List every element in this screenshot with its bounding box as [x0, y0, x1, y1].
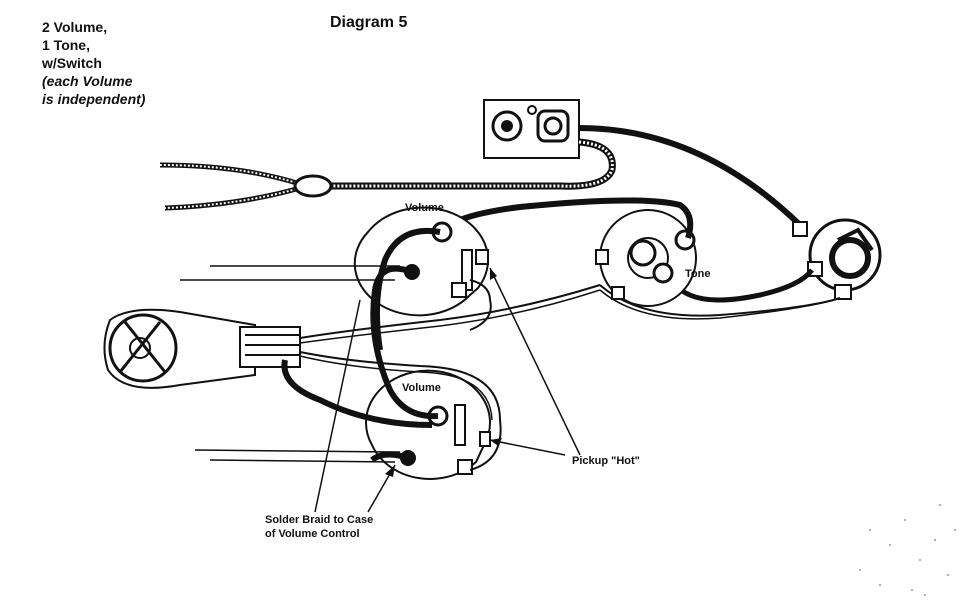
note-line: 2 Volume, — [42, 19, 108, 35]
leader-arrowheads — [385, 268, 502, 477]
output-hot-wire — [578, 125, 803, 228]
switch-wires — [299, 284, 601, 421]
leader-lines — [314, 267, 581, 513]
label-volume-top: Volume — [405, 202, 444, 214]
label-solder-braid-2: of Volume Control — [265, 528, 360, 540]
output-jack — [792, 218, 882, 300]
tone-to-jack-wire — [669, 268, 814, 303]
heavy-wires — [281, 227, 441, 463]
diagram-title: Diagram 5 — [330, 14, 408, 31]
label-volume-bottom: Volume — [402, 382, 441, 394]
diagram-notes: 2 Volume, 1 Tone, w/Switch (each Volume … — [42, 18, 145, 108]
pickup-leads — [180, 265, 401, 463]
volume-pot-top — [353, 206, 489, 317]
braided-cable — [159, 138, 616, 211]
note-line: is independent) — [42, 91, 146, 107]
note-line: 1 Tone, — [42, 37, 90, 53]
output-jack-plate — [483, 99, 580, 159]
ground-loop-wire — [469, 279, 502, 471]
note-line: (each Volume — [42, 73, 133, 89]
label-tone: Tone — [685, 268, 711, 280]
pickup-selector-switch — [103, 308, 301, 389]
label-solder-braid-1: Solder Braid to Case — [265, 514, 374, 526]
note-line: w/Switch — [42, 55, 102, 71]
label-pickup-hot: Pickup "Hot" — [572, 455, 640, 467]
tone-pot — [595, 209, 697, 307]
paper-speckle — [859, 504, 956, 596]
volume-to-tone-wire — [437, 197, 694, 239]
